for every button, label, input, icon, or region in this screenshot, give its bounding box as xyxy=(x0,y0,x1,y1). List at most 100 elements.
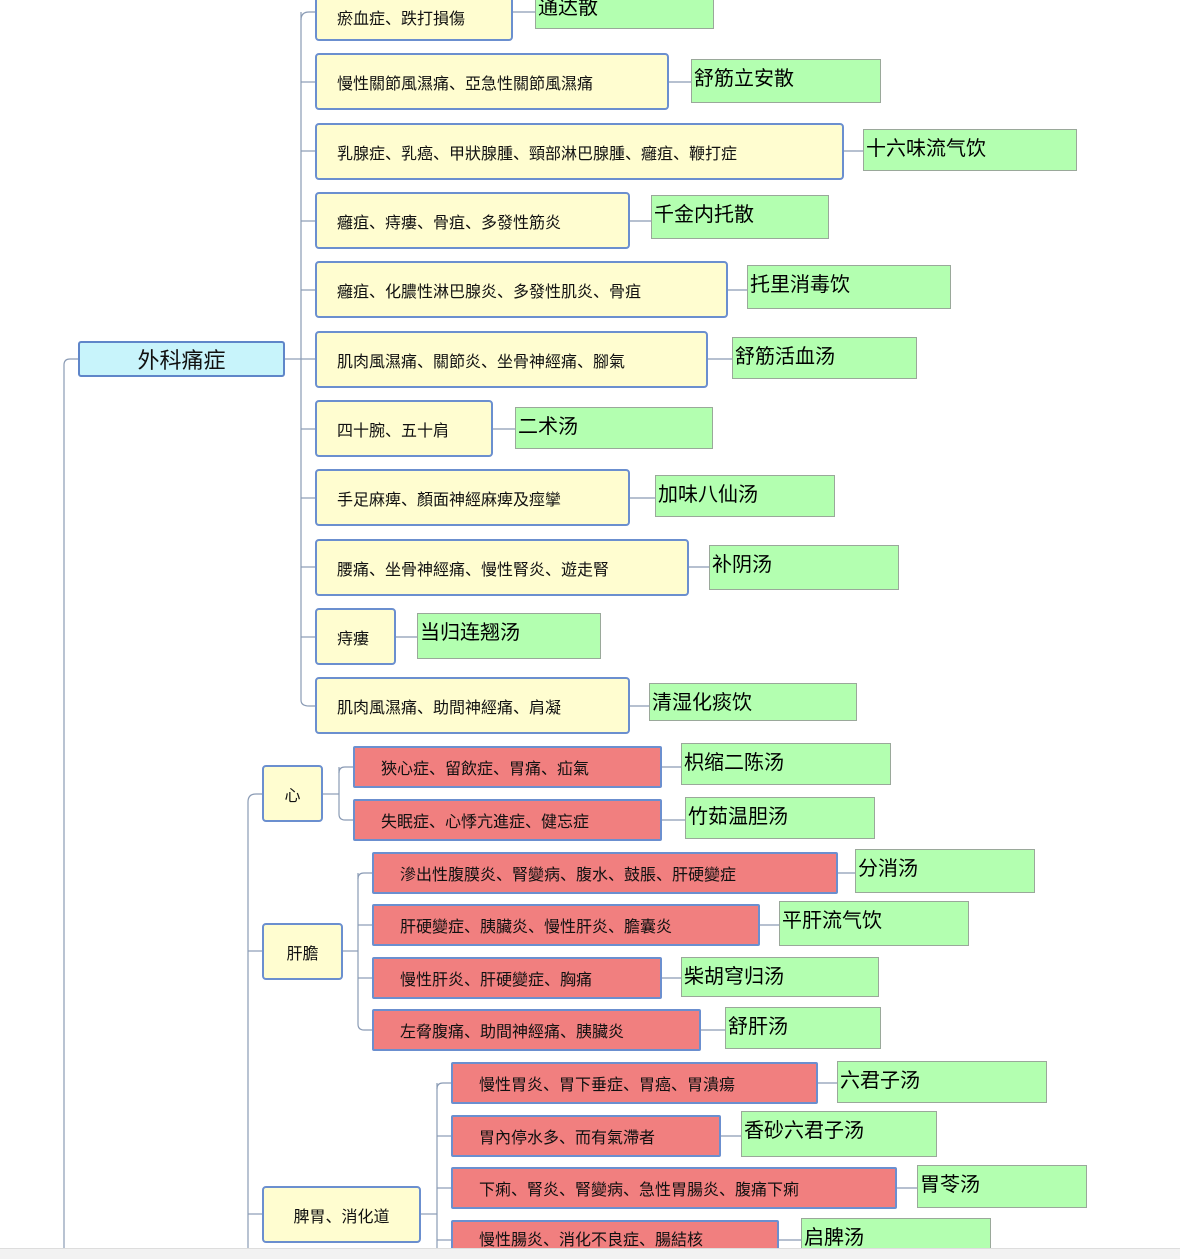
connector-line xyxy=(436,1082,451,1090)
condition-label: 手足麻痺、顏面神經麻痺及痙攣 xyxy=(337,489,562,509)
organ-remedy-node[interactable]: 平肝流气饮 xyxy=(779,901,969,946)
surgery-remedy-node[interactable]: 千金内托散 xyxy=(651,195,829,239)
surgery-remedy-node[interactable]: 清湿化痰饮 xyxy=(649,683,857,721)
organ-condition-node[interactable]: 胃內停水多、而有氣滯者 xyxy=(451,1115,721,1157)
surgery-condition-node[interactable]: 腰痛、坐骨神經痛、慢性腎炎、遊走腎 xyxy=(315,539,689,596)
connector-line xyxy=(357,872,372,880)
remedy-label: 分消汤 xyxy=(858,856,918,880)
remedy-label: 加味八仙汤 xyxy=(658,482,758,506)
condition-label: 乳腺症、乳癌、甲狀腺腫、頸部淋巴腺腫、癰疽、鞭打症 xyxy=(337,143,738,163)
surgery-condition-node[interactable]: 四十腕、五十肩 xyxy=(315,400,493,457)
organ-condition-node[interactable]: 下痢、腎炎、腎變病、急性胃腸炎、腹痛下痢 xyxy=(451,1167,897,1209)
surgery-remedy-node[interactable]: 舒筋立安散 xyxy=(691,59,881,103)
surgery-condition-node[interactable]: 癰疽、痔瘻、骨疽、多發性筋炎 xyxy=(315,192,630,249)
condition-label: 瘀血症、跌打損傷 xyxy=(337,8,466,28)
surgery-condition-node[interactable]: 瘀血症、跌打損傷 xyxy=(315,0,513,41)
surgery-condition-node[interactable]: 慢性關節風濕痛、亞急性關節風濕痛 xyxy=(315,53,669,110)
connector-line xyxy=(300,11,315,21)
remedy-label: 柴胡穹归汤 xyxy=(684,964,784,988)
condition-label: 癰疽、痔瘻、骨疽、多發性筋炎 xyxy=(337,212,562,232)
condition-label: 下痢、腎炎、腎變病、急性胃腸炎、腹痛下痢 xyxy=(479,1180,800,1199)
connector-line xyxy=(338,766,353,774)
remedy-label: 二术汤 xyxy=(518,414,578,438)
remedy-label: 六君子汤 xyxy=(840,1068,920,1092)
remedy-label: 舒筋活血汤 xyxy=(735,344,835,368)
horizontal-scrollbar[interactable] xyxy=(0,1248,1180,1259)
organ-node-spleen-stomach[interactable]: 脾胃、消化道 xyxy=(262,1186,421,1243)
condition-label: 滲出性腹膜炎、腎變病、腹水、鼓脹、肝硬變症 xyxy=(400,865,737,884)
organ-node-heart[interactable]: 心 xyxy=(262,765,323,822)
condition-label: 癰疽、化膿性淋巴腺炎、多發性肌炎、骨疽 xyxy=(337,281,642,301)
condition-label: 慢性腸炎、消化不良症、腸結核 xyxy=(479,1230,704,1249)
remedy-label: 舒肝汤 xyxy=(728,1014,788,1038)
organ-remedy-node[interactable]: 竹茹温胆汤 xyxy=(685,797,875,839)
condition-label: 肝硬變症、胰臟炎、慢性肝炎、膽囊炎 xyxy=(400,917,673,936)
surgery-condition-node[interactable]: 手足麻痺、顏面神經麻痺及痙攣 xyxy=(315,469,630,526)
remedy-label: 平肝流气饮 xyxy=(782,908,882,932)
condition-label: 左脅腹痛、助間神經痛、胰臟炎 xyxy=(400,1022,625,1041)
surgery-remedy-node[interactable]: 托里消毒饮 xyxy=(747,265,951,309)
surgery-remedy-node[interactable]: 通达散 xyxy=(535,0,714,29)
surgery-condition-node[interactable]: 乳腺症、乳癌、甲狀腺腫、頸部淋巴腺腫、癰疽、鞭打症 xyxy=(315,123,844,180)
organ-condition-node[interactable]: 肝硬變症、胰臟炎、慢性肝炎、膽囊炎 xyxy=(372,904,760,946)
organ-remedy-node[interactable]: 六君子汤 xyxy=(837,1061,1047,1103)
remedy-label: 托里消毒饮 xyxy=(750,272,850,296)
connector-line xyxy=(300,12,315,707)
surgery-remedy-node[interactable]: 十六味流气饮 xyxy=(863,129,1077,171)
surgery-remedy-node[interactable]: 舒筋活血汤 xyxy=(732,337,917,379)
remedy-label: 启脾汤 xyxy=(804,1225,864,1249)
remedy-label: 千金内托散 xyxy=(654,202,754,226)
surgery-condition-node[interactable]: 痔瘻 xyxy=(315,608,396,665)
condition-label: 慢性胃炎、胃下垂症、胃癌、胃潰瘍 xyxy=(479,1075,736,1094)
organ-condition-node[interactable]: 慢性胃炎、胃下垂症、胃癌、胃潰瘍 xyxy=(451,1062,818,1104)
surgery-condition-node[interactable]: 肌肉風濕痛、關節炎、坐骨神經痛、腳氣 xyxy=(315,331,708,388)
remedy-label: 舒筋立安散 xyxy=(694,66,794,90)
surgery-remedy-node[interactable]: 加味八仙汤 xyxy=(655,475,835,517)
surgery-remedy-node[interactable]: 当归连翘汤 xyxy=(417,613,601,659)
remedy-label: 香砂六君子汤 xyxy=(744,1118,864,1142)
remedy-label: 十六味流气饮 xyxy=(866,136,986,160)
organ-label: 脾胃、消化道 xyxy=(293,1206,390,1226)
organ-remedy-node[interactable]: 胃苓汤 xyxy=(917,1165,1087,1208)
connector-line xyxy=(338,767,353,821)
organ-label: 心 xyxy=(284,785,301,805)
organ-condition-node[interactable]: 滲出性腹膜炎、腎變病、腹水、鼓脹、肝硬變症 xyxy=(372,852,838,894)
organ-remedy-node[interactable]: 舒肝汤 xyxy=(725,1007,881,1049)
organ-condition-node[interactable]: 慢性肝炎、肝硬變症、胸痛 xyxy=(372,957,662,999)
organ-condition-node[interactable]: 失眠症、心悸亢進症、健忘症 xyxy=(353,799,662,841)
surgery-condition-node[interactable]: 肌肉風濕痛、助間神經痛、肩凝 xyxy=(315,677,630,734)
organ-node-liver-gallbladder[interactable]: 肝膽 xyxy=(262,923,343,980)
remedy-label: 补阴汤 xyxy=(712,552,772,576)
condition-label: 痔瘻 xyxy=(337,628,370,648)
organ-label: 肝膽 xyxy=(286,943,319,963)
condition-label: 慢性肝炎、肝硬變症、胸痛 xyxy=(400,970,593,989)
connector-line xyxy=(63,358,78,1258)
organ-remedy-node[interactable]: 枳缩二陈汤 xyxy=(681,743,891,785)
surgery-remedy-node[interactable]: 二术汤 xyxy=(515,407,713,449)
root-node-label: 外科痛症 xyxy=(137,349,226,374)
condition-label: 狹心症、留飲症、胃痛、疝氣 xyxy=(381,759,590,778)
remedy-label: 清湿化痰饮 xyxy=(652,690,752,714)
condition-label: 胃內停水多、而有氣滯者 xyxy=(479,1128,656,1147)
organ-remedy-node[interactable]: 香砂六君子汤 xyxy=(741,1111,937,1157)
condition-label: 肌肉風濕痛、關節炎、坐骨神經痛、腳氣 xyxy=(337,351,626,371)
remedy-label: 当归连翘汤 xyxy=(420,620,520,644)
organ-remedy-node[interactable]: 柴胡穹归汤 xyxy=(681,957,879,997)
condition-label: 慢性關節風濕痛、亞急性關節風濕痛 xyxy=(337,73,594,93)
surgery-condition-node[interactable]: 癰疽、化膿性淋巴腺炎、多發性肌炎、骨疽 xyxy=(315,261,728,318)
condition-label: 肌肉風濕痛、助間神經痛、肩凝 xyxy=(337,697,562,717)
remedy-label: 竹茹温胆汤 xyxy=(688,804,788,828)
connector-line xyxy=(247,793,262,1258)
condition-label: 四十腕、五十肩 xyxy=(337,420,450,440)
condition-label: 腰痛、坐骨神經痛、慢性腎炎、遊走腎 xyxy=(337,559,610,579)
surgery-remedy-node[interactable]: 补阴汤 xyxy=(709,545,899,590)
connector-line xyxy=(357,873,372,1031)
remedy-label: 枳缩二陈汤 xyxy=(684,750,784,774)
remedy-label: 通达散 xyxy=(538,0,598,19)
organ-condition-node[interactable]: 左脅腹痛、助間神經痛、胰臟炎 xyxy=(372,1009,701,1051)
organ-condition-node[interactable]: 狹心症、留飲症、胃痛、疝氣 xyxy=(353,746,662,788)
root-node[interactable]: 外科痛症 xyxy=(78,341,285,377)
organ-remedy-node[interactable]: 分消汤 xyxy=(855,849,1035,893)
